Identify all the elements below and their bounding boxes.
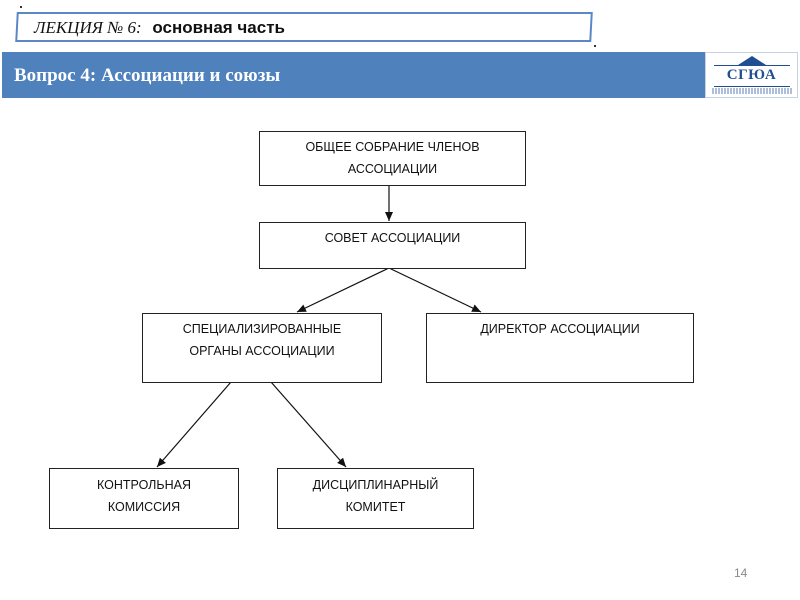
arrow-council-to-specialized xyxy=(296,267,390,313)
logo-text: СГЮА xyxy=(726,67,777,83)
lecture-number: ЛЕКЦИЯ № 6: xyxy=(34,18,142,37)
arrow-specialized-to-control xyxy=(156,381,232,468)
logo-rule xyxy=(714,65,790,66)
logo-rule xyxy=(714,86,790,87)
arrow-specialized-to-disciplinary xyxy=(270,381,347,468)
page-number: 14 xyxy=(734,566,748,580)
lecture-title: основная часть xyxy=(152,18,285,37)
section-title: Вопрос 4: Ассоциации и союзы xyxy=(14,65,281,86)
arrow-council-to-director xyxy=(388,267,482,313)
node-specialized-bodies: СПЕЦИАЛИЗИРОВАННЫЕ ОРГАНЫ АССОЦИАЦИИ xyxy=(142,313,382,383)
node-disciplinary-committee: ДИСЦИПЛИНАРНЫЙ КОМИТЕТ xyxy=(277,468,474,529)
decor-dot xyxy=(594,45,596,47)
section-banner: Вопрос 4: Ассоциации и союзы xyxy=(2,52,705,98)
node-council: СОВЕТ АССОЦИАЦИИ xyxy=(259,222,526,269)
university-logo: СГЮА xyxy=(705,52,798,98)
logo-subtitle-graphic xyxy=(712,88,792,94)
decor-dot xyxy=(20,6,22,8)
logo-roof-icon xyxy=(738,56,766,65)
node-control-commission: КОНТРОЛЬНАЯ КОМИССИЯ xyxy=(49,468,239,529)
lecture-header: ЛЕКЦИЯ № 6: основная часть xyxy=(34,18,285,38)
node-general-meeting: ОБЩЕЕ СОБРАНИЕ ЧЛЕНОВ АССОЦИАЦИИ xyxy=(259,131,526,186)
node-director: ДИРЕКТОР АССОЦИАЦИИ xyxy=(426,313,694,383)
